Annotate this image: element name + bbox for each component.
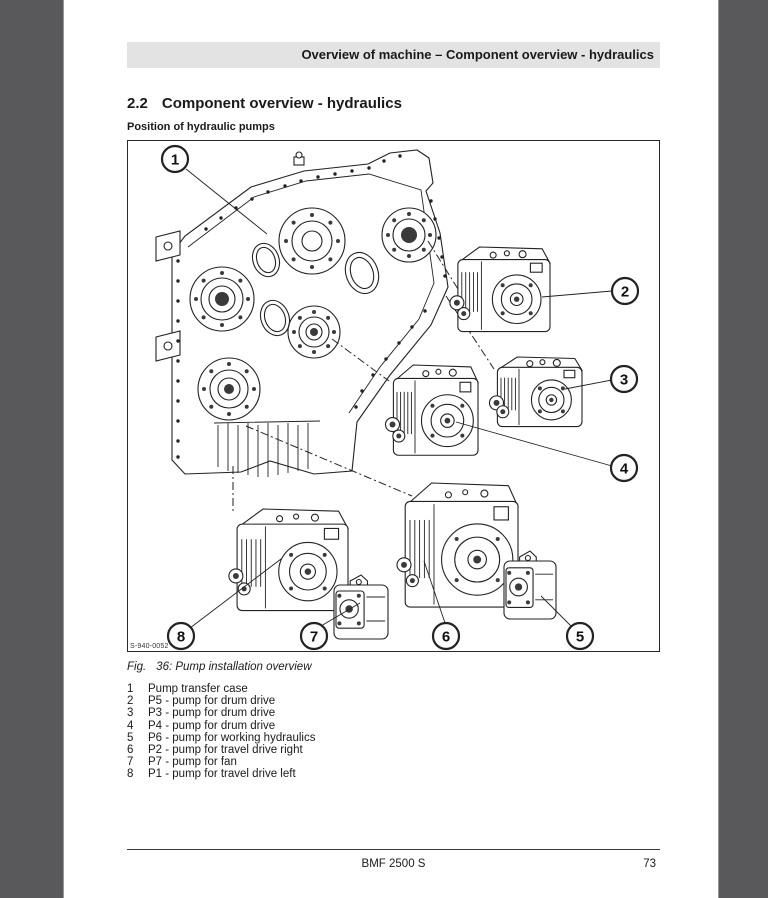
legend-number: 8	[127, 768, 134, 781]
running-header: Overview of machine – Component overview…	[127, 42, 660, 68]
callout-2: 2	[610, 276, 640, 306]
document-page: Overview of machine – Component overview…	[63, 0, 719, 898]
pump-p5-drawing	[449, 246, 551, 333]
legend-label: Pump transfer case	[148, 683, 248, 695]
legend-number: 5	[127, 731, 134, 744]
figure-caption: Fig. 36: Pump installation overview	[127, 661, 312, 673]
svg-text:7: 7	[310, 629, 318, 646]
callout-7: 7	[299, 621, 329, 651]
footer-model: BMF 2500 S	[361, 858, 426, 870]
page-footer: BMF 2500 S 73	[127, 858, 660, 872]
legend-label: P2 - pump for travel drive right	[148, 743, 303, 756]
footer-rule	[127, 849, 660, 850]
running-header-title: Overview of machine – Component overview…	[301, 47, 654, 62]
assembly-dashed-lines	[232, 240, 495, 513]
svg-text:2: 2	[621, 284, 629, 301]
svg-text:5: 5	[576, 629, 584, 646]
legend-number: 3	[127, 707, 134, 720]
figure-legend: 1 Pump transfer case 2 P5 - pump for drum d…	[127, 683, 547, 781]
section-title: Component overview - hydraulics	[161, 95, 402, 112]
caption-label: Fig.	[127, 661, 147, 673]
transfer-case-drawing	[155, 149, 449, 477]
bolt-dots	[176, 154, 447, 459]
flange-port	[189, 266, 255, 332]
figure-drawing: 1 2 3 4 5 6 7 8	[155, 144, 640, 651]
flange-port	[287, 305, 341, 359]
callout-markers: 1 2 3 4 5 6 7 8	[160, 144, 640, 651]
svg-text:8: 8	[177, 629, 185, 646]
flange-port	[381, 207, 437, 263]
figure-code: S-940-0052	[130, 643, 169, 650]
pump-p3-drawing	[488, 356, 583, 428]
callout-leader-lines	[185, 168, 613, 630]
legend-row: 8 P1 - pump for travel drive left	[127, 768, 547, 780]
caption-text: 36: Pump installation overview	[156, 661, 312, 673]
pump-p7-drawing	[333, 574, 389, 640]
callout-3: 3	[609, 364, 639, 394]
figure-subtitle: Position of hydraulic pumps	[127, 121, 275, 133]
legend-row: 3 P3 - pump for drum drive	[127, 707, 547, 719]
legend-row: 4 P4 - pump for drum drive	[127, 720, 547, 732]
flange-port	[197, 357, 261, 421]
pump-p2-drawing	[396, 482, 519, 608]
legend-number: 1	[127, 683, 134, 695]
legend-number: 7	[127, 756, 134, 769]
legend-number: 4	[127, 719, 134, 732]
pump-p6-drawing	[503, 550, 557, 620]
pump-p1-drawing	[228, 508, 349, 612]
legend-row: 7 P7 - pump for fan	[127, 756, 547, 768]
legend-label: P7 - pump for fan	[148, 756, 237, 769]
legend-label: P3 - pump for drum drive	[148, 707, 276, 720]
section-number: 2.2	[127, 95, 148, 112]
legend-label: P1 - pump for travel drive left	[148, 768, 296, 781]
figure-frame: 1 2 3 4 5 6 7 8 S-940-0052	[127, 140, 660, 652]
legend-label: P4 - pump for drum drive	[148, 719, 276, 732]
svg-text:1: 1	[171, 152, 179, 169]
callout-8: 8	[166, 621, 196, 651]
callout-4: 4	[609, 453, 639, 483]
legend-number: 6	[127, 743, 134, 756]
legend-number: 2	[127, 695, 134, 708]
legend-label: P6 - pump for working hydraulics	[148, 731, 316, 744]
legend-row: 5 P6 - pump for working hydraulics	[127, 732, 547, 744]
page-number: 73	[643, 858, 656, 870]
flange-port	[278, 207, 346, 275]
cooling-fins	[213, 420, 321, 477]
pump-p4-drawing	[384, 364, 479, 456]
svg-text:4: 4	[620, 461, 629, 478]
transfer-case-inner-line	[187, 173, 435, 414]
legend-label: P5 - pump for drum drive	[148, 695, 276, 708]
pump-drawings	[228, 246, 583, 640]
svg-text:3: 3	[620, 372, 628, 389]
legend-row: 1 Pump transfer case	[127, 683, 547, 695]
callout-1: 1	[160, 144, 190, 174]
section-heading: 2.2 Component overview - hydraulics	[127, 95, 402, 112]
svg-text:6: 6	[442, 629, 450, 646]
gasket-rings	[251, 242, 380, 337]
legend-row: 6 P2 - pump for travel drive right	[127, 744, 547, 756]
callout-5: 5	[565, 621, 595, 651]
callout-6: 6	[431, 621, 461, 651]
legend-row: 2 P5 - pump for drum drive	[127, 695, 547, 707]
